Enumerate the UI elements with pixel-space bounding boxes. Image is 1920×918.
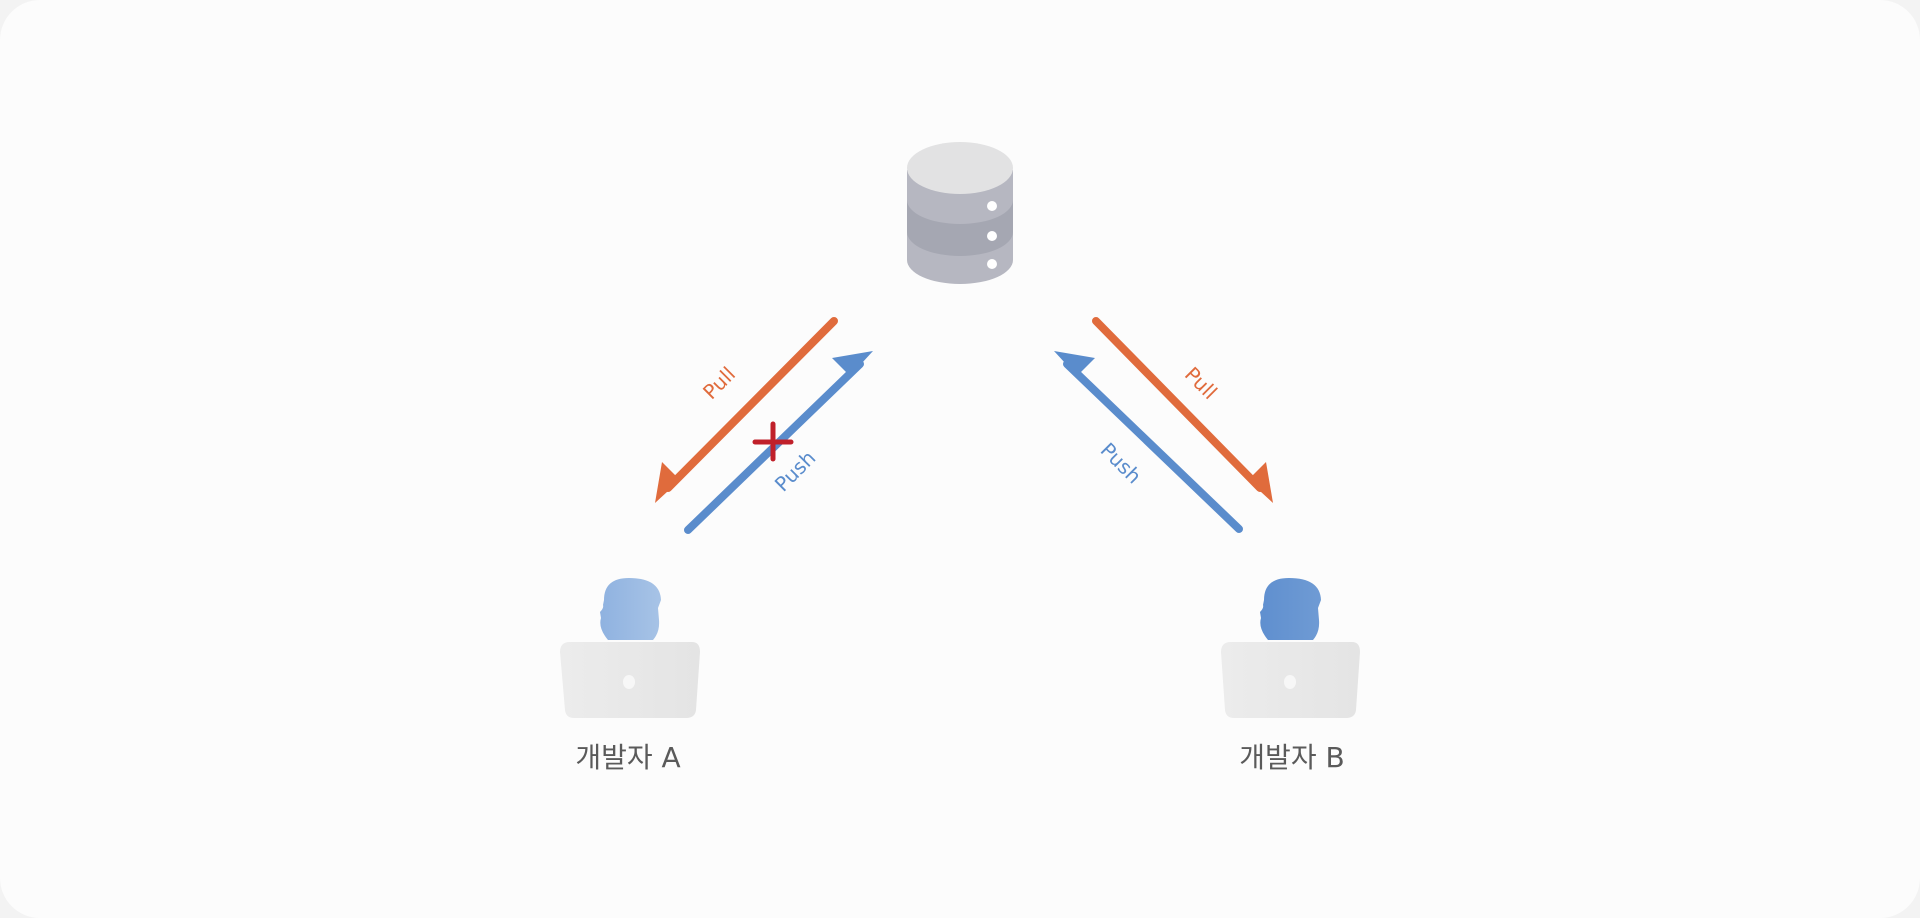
apple-logo-icon	[623, 675, 635, 689]
developer-a-icon	[560, 578, 700, 718]
developer-a-label: 개발자 A	[575, 741, 680, 774]
right-pull-label: Pull	[1180, 362, 1222, 404]
right-push-label: Push	[1096, 438, 1147, 489]
database-icon	[907, 142, 1013, 284]
developer-b-icon	[1221, 578, 1360, 718]
right-pull-arrow	[1092, 317, 1273, 503]
left-pull-arrow	[655, 317, 838, 503]
left-push-label: Push	[770, 446, 821, 497]
red-cross-icon	[752, 421, 794, 462]
left-pull-label: Pull	[698, 362, 740, 404]
developer-b-label: 개발자 B	[1239, 741, 1344, 774]
right-push-arrow	[1054, 351, 1243, 533]
apple-logo-icon	[1284, 675, 1296, 689]
